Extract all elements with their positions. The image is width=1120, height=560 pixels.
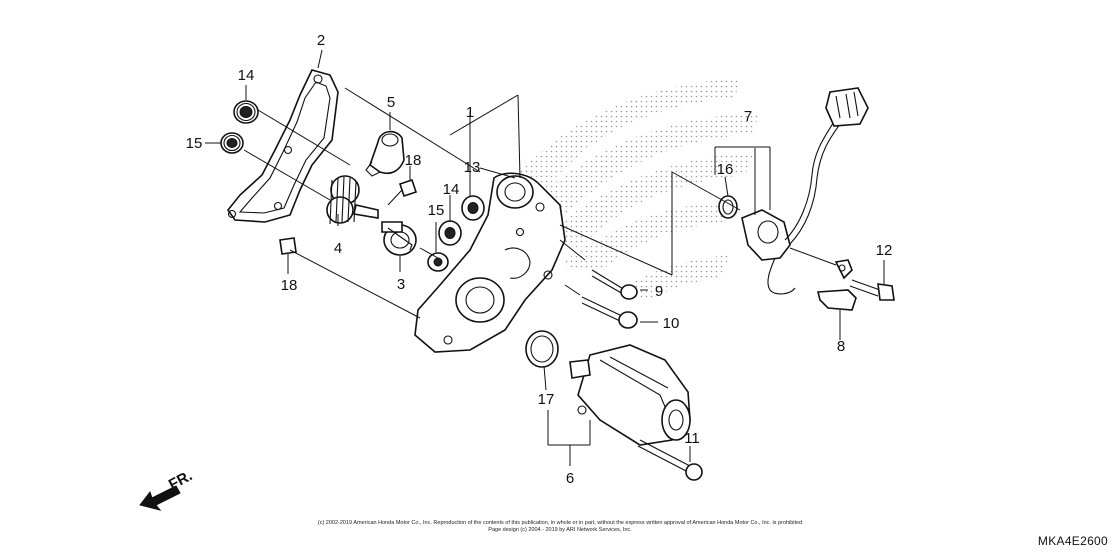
gasket-part-2[interactable]: [227, 69, 339, 223]
bearing-small-center[interactable]: [427, 252, 449, 272]
bracket-part-8[interactable]: [816, 259, 857, 311]
callout-12[interactable]: 12: [876, 242, 893, 259]
wing-watermark: [505, 78, 760, 300]
leader-lines: [205, 49, 885, 466]
housing-part-1[interactable]: [414, 172, 566, 353]
bearing-part-15-left[interactable]: [220, 132, 244, 154]
callout-5[interactable]: 5: [387, 94, 395, 111]
front-direction-arrow: FR.: [139, 467, 195, 511]
callout-11[interactable]: 11: [684, 430, 700, 447]
callout-15-center[interactable]: 15: [428, 202, 445, 219]
callout-6[interactable]: 6: [566, 470, 574, 487]
bolt-part-11[interactable]: [637, 439, 703, 481]
sensor-part-7[interactable]: [741, 87, 869, 295]
callout-18-lower[interactable]: 18: [281, 277, 298, 294]
bearing-part-14-left[interactable]: [233, 100, 259, 124]
shift-arm-part-5[interactable]: [365, 130, 405, 177]
gear-part-3[interactable]: [381, 221, 417, 256]
callout-9[interactable]: 9: [655, 283, 663, 300]
bolt-part-9[interactable]: [591, 269, 638, 300]
callout-13[interactable]: 13: [464, 159, 481, 176]
callout-10[interactable]: 10: [663, 315, 680, 332]
bearing-part-14-center[interactable]: [461, 195, 485, 221]
callout-16[interactable]: 16: [717, 161, 734, 178]
callout-4[interactable]: 4: [334, 240, 342, 257]
copyright-line-1: (c) 2002-2019 American Honda Motor Co., …: [317, 520, 803, 526]
callout-17[interactable]: 17: [538, 391, 555, 408]
bolt-part-12[interactable]: [849, 279, 895, 301]
dowel-pin-part-18-lower[interactable]: [279, 237, 297, 255]
callout-3[interactable]: 3: [397, 276, 405, 293]
callout-labels: 1 2 3 4 5 6 7 8 9 10 11 12 13 14 14 15 1…: [186, 32, 893, 487]
o-ring-part-17[interactable]: [525, 330, 559, 368]
gear-shaft-part-4[interactable]: [326, 175, 379, 225]
copyright-notice: (c) 2002-2019 American Honda Motor Co., …: [290, 520, 830, 534]
callout-14-center[interactable]: 14: [443, 181, 460, 198]
callout-1[interactable]: 1: [466, 104, 474, 121]
dowel-pin-part-18-upper[interactable]: [398, 178, 418, 198]
callout-18-upper[interactable]: 18: [405, 152, 422, 169]
callout-2[interactable]: 2: [317, 32, 325, 49]
bolt-part-10[interactable]: [581, 296, 638, 329]
copyright-line-2: Page design (c) 2004 - 2019 by ARI Netwo…: [488, 527, 632, 533]
callout-7[interactable]: 7: [744, 108, 752, 125]
diagram-code: MKA4E2600: [1037, 534, 1108, 548]
bearing-part-15-center[interactable]: [438, 220, 462, 246]
shift-motor-part-6[interactable]: [569, 344, 691, 446]
callout-15-left[interactable]: 15: [186, 135, 203, 152]
callout-8[interactable]: 8: [837, 338, 845, 355]
callout-14-left[interactable]: 14: [238, 67, 255, 84]
